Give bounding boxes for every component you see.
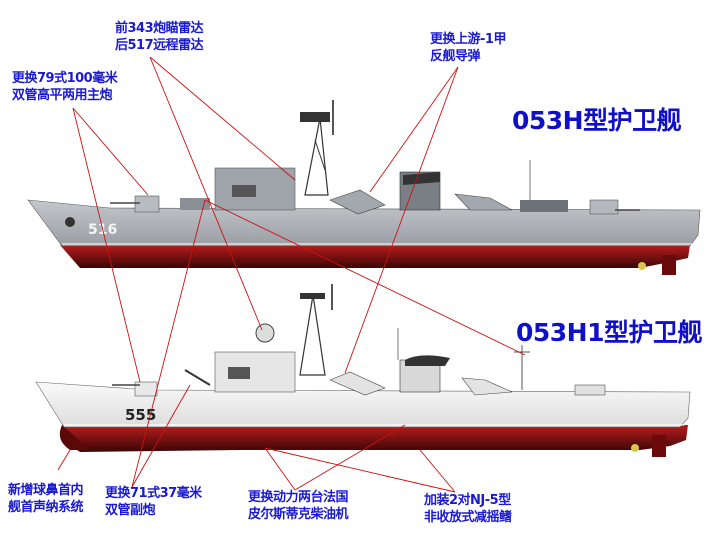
annotation-engine: 更换动力两台法国 皮尔斯蒂克柴油机 [248, 489, 349, 523]
annotation-missile-line2: 反舰导弹 [430, 49, 481, 64]
leader-lines [57, 56, 526, 493]
annotation-sonar-line2: 舰首声纳系统 [8, 500, 84, 515]
ship-053h1: 555 [35, 284, 691, 457]
annotation-secondary-gun: 更换71式37毫米 双管副炮 [105, 485, 202, 519]
annotation-sonar-line1: 新增球鼻首内 [8, 483, 84, 498]
title-053h: 053H型护卫舰 [512, 106, 682, 135]
annotation-radar: 前343炮瞄雷达 后517远程雷达 [115, 20, 204, 54]
hull-number-555: 555 [125, 406, 156, 424]
annotation-missile: 更换上游-1甲 反舰导弹 [430, 31, 506, 65]
annotation-main-gun-line1: 更换79式100毫米 [12, 71, 118, 86]
annotation-stabilizer-line2: 非收放式减摇鳍 [424, 510, 512, 525]
annotation-secondary-gun-line1: 更换71式37毫米 [105, 486, 202, 501]
annotation-radar-line2: 后517远程雷达 [115, 38, 204, 53]
annotation-sonar: 新增球鼻首内 舰首声纳系统 [8, 482, 84, 516]
annotation-stabilizer: 加装2对NJ-5型 非收放式减摇鳍 [424, 492, 512, 526]
annotation-main-gun-line2: 双管高平两用主炮 [12, 88, 113, 103]
annotation-engine-line2: 皮尔斯蒂克柴油机 [248, 507, 349, 522]
title-053h1: 053H1型护卫舰 [516, 318, 703, 347]
annotation-radar-line1: 前343炮瞄雷达 [115, 21, 204, 36]
annotation-stabilizer-line1: 加装2对NJ-5型 [424, 493, 511, 508]
annotation-main-gun: 更换79式100毫米 双管高平两用主炮 [12, 70, 118, 104]
annotation-engine-line1: 更换动力两台法国 [248, 490, 349, 505]
annotation-secondary-gun-line2: 双管副炮 [105, 503, 156, 518]
annotation-missile-line1: 更换上游-1甲 [430, 32, 506, 47]
